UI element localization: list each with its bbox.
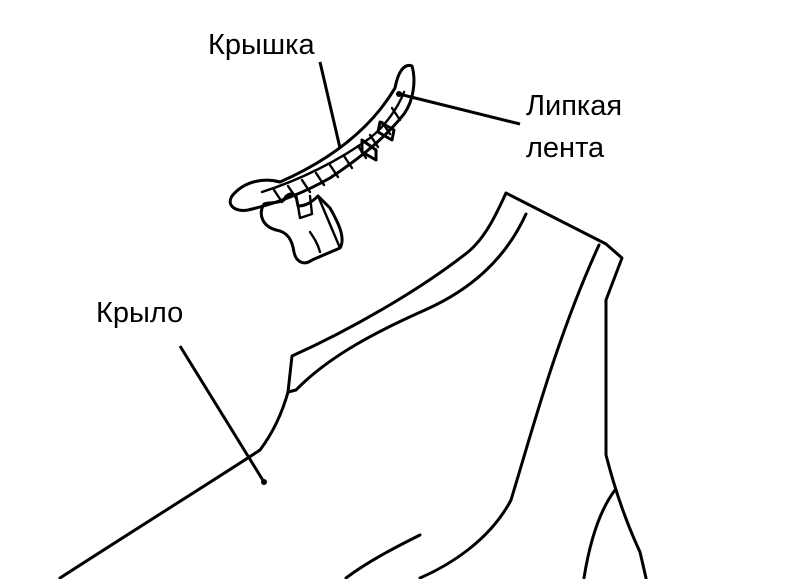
label-tape-line1: Липкая — [526, 90, 623, 122]
cover-tab-right — [360, 138, 378, 162]
leader-tape — [398, 92, 521, 126]
leader-cover — [318, 61, 342, 149]
fender-leader-dot — [261, 479, 267, 485]
cover-clip — [259, 192, 344, 265]
fender-lower-edge — [582, 488, 617, 579]
label-fender: Крыло — [96, 297, 184, 329]
fender-crease-inner — [286, 212, 528, 394]
leader-fender — [178, 345, 266, 483]
fender-panel — [58, 191, 648, 579]
cover-part — [228, 63, 416, 265]
fender-lower-crease — [344, 533, 422, 579]
label-tape-line2: лента — [526, 132, 605, 164]
fender-outline — [58, 191, 648, 579]
label-cover: Крышка — [208, 29, 315, 61]
cover-clip-detail — [296, 194, 342, 254]
cover-tab-upper — [376, 120, 396, 142]
fender-crease-right — [418, 243, 601, 579]
